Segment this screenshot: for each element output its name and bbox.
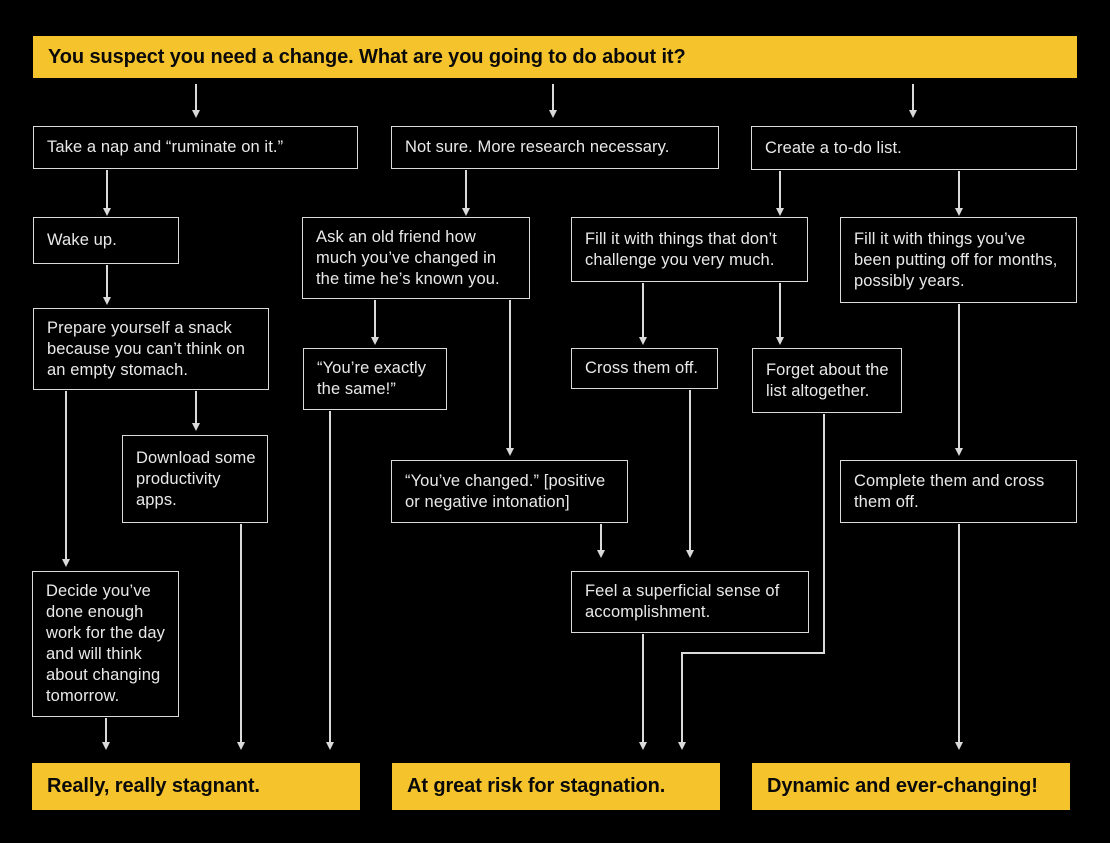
arrow-cross-off-to-superficial-head [686,550,694,558]
node-not-sure-text: Not sure. More research necessary. [405,138,670,156]
arrow-banner-to-not-sure-head [549,110,557,118]
node-complete-cross: Complete them and cross them off. [840,460,1077,523]
arrow-cross-off-to-superficial-line [689,390,691,550]
start-banner-text: You suspect you need a change. What are … [48,45,686,68]
outcome-stagnant-text: Really, really stagnant. [47,775,260,797]
elbow-forget-to-at-risk-segment3 [681,652,683,742]
node-superficial: Feel a superficial sense of accomplishme… [571,571,809,633]
arrow-fill-easy-to-forget-line [779,283,781,337]
node-forget-list-text: Forget about the list altogether. [766,360,889,400]
arrow-todo-to-fill-easy-head [776,208,784,216]
node-ask-friend: Ask an old friend how much you’ve change… [302,217,530,299]
node-fill-postponed-text: Fill it with things you’ve been putting … [854,229,1058,290]
arrow-todo-to-fill-postponed-line [958,171,960,208]
node-take-nap: Take a nap and “ruminate on it.” [33,126,358,169]
arrow-todo-to-fill-postponed-head [955,208,963,216]
arrow-not-sure-to-ask-head [462,208,470,216]
node-ask-friend-text: Ask an old friend how much you’ve change… [316,227,500,288]
node-wake-up: Wake up. [33,217,179,264]
node-exactly-same-text: “You’re exactly the same!” [317,359,427,398]
arrow-ask-to-exactly-same-line [374,300,376,337]
node-cross-off-text: Cross them off. [585,359,699,377]
node-todo-list-text: Create a to-do list. [765,138,902,157]
outcome-at-risk: At great risk for stagnation. [392,763,720,810]
node-exactly-same: “You’re exactly the same!” [303,348,447,410]
arrow-prepare-to-download-head [192,423,200,431]
arrow-ask-to-youve-changed-line [509,300,511,448]
node-download-apps: Download some productivity apps. [122,435,268,523]
arrow-complete-to-dynamic-line [958,524,960,742]
outcome-dynamic: Dynamic and ever-changing! [752,763,1070,810]
node-todo-list: Create a to-do list. [751,126,1077,170]
arrow-prepare-to-decide-line [65,391,67,559]
arrow-not-sure-to-ask-line [465,170,467,208]
node-youve-changed-text: “You’ve changed.” [positive or negative … [405,471,606,511]
arrow-superficial-to-at-risk-line [642,634,644,742]
node-prepare-snack-text: Prepare yourself a snack because you can… [47,318,245,379]
node-not-sure: Not sure. More research necessary. [391,126,719,169]
arrow-superficial-to-at-risk-head [639,742,647,750]
node-youve-changed: “You’ve changed.” [positive or negative … [391,460,628,523]
arrow-todo-to-fill-easy-line [779,171,781,208]
arrow-complete-to-dynamic-head [955,742,963,750]
arrow-fill-easy-to-cross-off-head [639,337,647,345]
arrow-fill-easy-to-forget-head [776,337,784,345]
node-decide-done: Decide you’ve done enough work for the d… [32,571,179,717]
node-prepare-snack: Prepare yourself a snack because you can… [33,308,269,390]
arrow-banner-to-not-sure-line [552,84,554,110]
arrow-banner-to-take-nap-line [195,84,197,110]
arrow-prepare-to-decide-head [62,559,70,567]
node-take-nap-text: Take a nap and “ruminate on it.” [47,138,284,156]
arrow-wake-to-prepare-line [106,265,108,298]
arrow-banner-to-todo-line [912,84,914,110]
arrow-fill-postponed-to-complete-head [955,448,963,456]
arrow-fill-postponed-to-complete-line [958,304,960,448]
arrow-exactly-same-to-stagnant-head [326,742,334,750]
node-superficial-text: Feel a superficial sense of accomplishme… [585,582,780,621]
arrow-take-nap-to-wake-head [103,208,111,216]
arrow-prepare-to-download-line [195,391,197,423]
node-fill-easy-text: Fill it with things that don’t challenge… [585,229,777,269]
elbow-forget-to-at-risk-segment2 [681,652,825,654]
arrow-download-to-stagnant-head [237,742,245,750]
arrow-youve-changed-to-superficial-head [597,550,605,558]
node-cross-off: Cross them off. [571,348,718,389]
arrow-ask-to-youve-changed-head [506,448,514,456]
arrow-download-to-stagnant-line [240,524,242,742]
node-forget-list: Forget about the list altogether. [752,348,902,413]
arrow-decide-to-stagnant-line [105,718,107,742]
node-fill-postponed: Fill it with things you’ve been putting … [840,217,1077,303]
node-fill-easy: Fill it with things that don’t challenge… [571,217,808,282]
node-complete-cross-text: Complete them and cross them off. [854,471,1045,511]
arrow-ask-to-exactly-same-head [371,337,379,345]
start-banner: You suspect you need a change. What are … [33,36,1077,78]
elbow-forget-to-at-risk-head [678,742,686,750]
outcome-dynamic-text: Dynamic and ever-changing! [767,775,1038,797]
arrow-wake-to-prepare-head [103,297,111,305]
arrow-fill-easy-to-cross-off-line [642,283,644,337]
arrow-banner-to-take-nap-head [192,110,200,118]
outcome-stagnant: Really, really stagnant. [32,763,360,810]
node-wake-up-text: Wake up. [47,231,117,249]
elbow-forget-to-at-risk-segment1 [823,414,825,654]
arrow-youve-changed-to-superficial-line [600,524,602,550]
node-decide-done-text: Decide you’ve done enough work for the d… [46,582,165,705]
outcome-at-risk-text: At great risk for stagnation. [407,775,666,797]
arrow-exactly-same-to-stagnant-line [329,411,331,742]
arrow-decide-to-stagnant-head [102,742,110,750]
arrow-take-nap-to-wake-line [106,170,108,208]
arrow-banner-to-todo-head [909,110,917,118]
node-download-apps-text: Download some productivity apps. [136,448,256,509]
